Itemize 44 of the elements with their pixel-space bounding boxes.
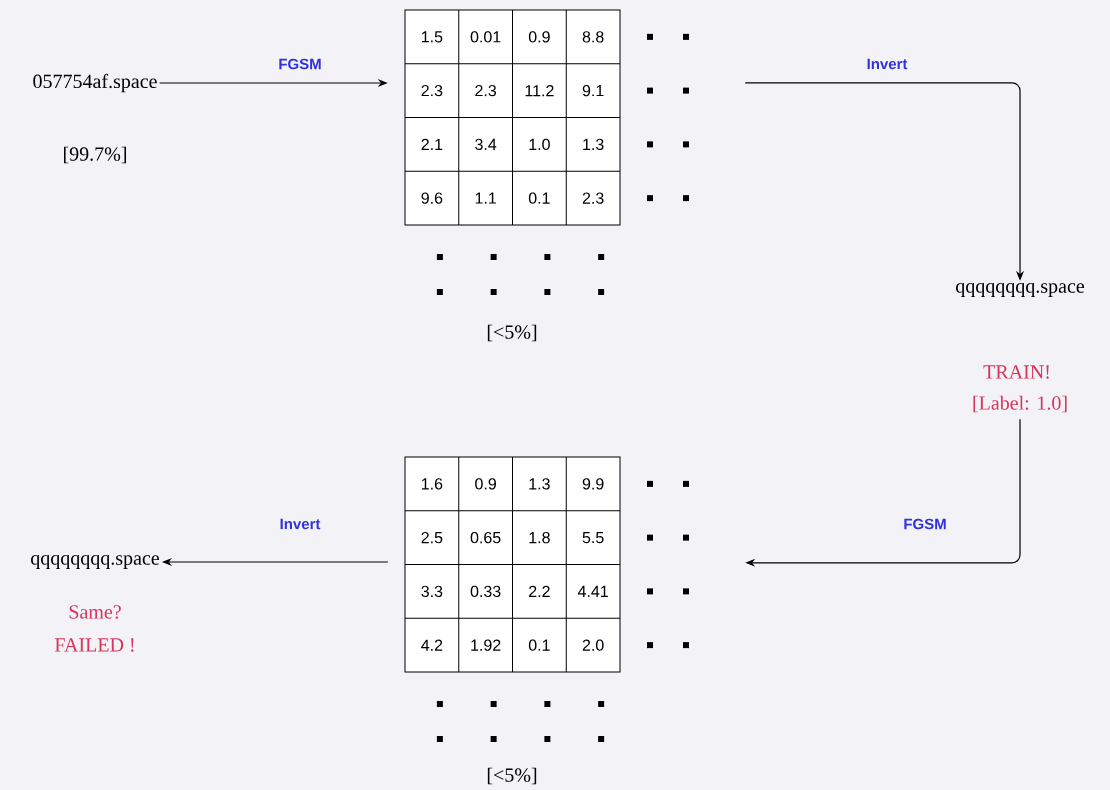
grid-cell: 0.33 bbox=[470, 585, 501, 598]
annotation-text: [Label: 1.0] bbox=[973, 395, 1067, 413]
grid-cell: 0.01 bbox=[470, 31, 501, 43]
grid-cell: 0.9 bbox=[528, 31, 550, 43]
grid-cell: 1.1 bbox=[475, 192, 496, 204]
grid-cell: 0.1 bbox=[528, 192, 550, 204]
annotation-text: TRAIN! bbox=[983, 365, 1049, 379]
grid-cell: 3.4 bbox=[475, 138, 497, 151]
grid-cell: 2.2 bbox=[529, 585, 550, 597]
domain-text: qqqqqqqq.space bbox=[956, 283, 1085, 297]
grid-cell: 8.8 bbox=[582, 31, 604, 43]
grid-cell: 1.8 bbox=[529, 531, 550, 544]
grid-cell: 2.3 bbox=[421, 84, 443, 97]
annotation-text: [<5%] bbox=[487, 324, 537, 342]
grid-cell: 0.65 bbox=[470, 531, 501, 544]
grid-cell: 2.3 bbox=[475, 84, 497, 97]
grid-cell: 9.6 bbox=[421, 192, 443, 204]
grid-cell: 4.2 bbox=[421, 639, 443, 651]
annotation-text: [<5%] bbox=[487, 767, 537, 785]
grid-cell: 11.2 bbox=[525, 85, 554, 97]
grid-cell: 2.3 bbox=[582, 192, 604, 204]
grid-cell: 3.3 bbox=[421, 585, 443, 598]
grid-cell: 9.9 bbox=[582, 478, 604, 490]
annotation-text: Same? bbox=[69, 605, 121, 619]
number-grid bbox=[404, 9, 689, 342]
annotation-text: [99.7%] bbox=[64, 146, 126, 164]
grid-cell: 4.41 bbox=[577, 585, 608, 597]
grid-cell: 0.1 bbox=[528, 639, 550, 651]
grid-cell: 1.5 bbox=[422, 31, 443, 43]
grid-cell: 2.1 bbox=[421, 138, 443, 150]
domain-text: qqqqqqqq.space bbox=[31, 555, 159, 569]
grid-cell: 1.6 bbox=[422, 478, 443, 490]
grid-cell: 5.5 bbox=[582, 532, 604, 544]
grid-cell: 2.0 bbox=[582, 639, 604, 651]
grid-cell: 1.92 bbox=[471, 639, 501, 651]
grid-cell: 2.5 bbox=[421, 531, 443, 544]
domain-text: 057754af.space bbox=[33, 73, 157, 93]
grid-cell: 1.0 bbox=[529, 138, 550, 151]
grid-cell: 1.3 bbox=[529, 478, 550, 490]
grid-cell: 1.3 bbox=[583, 138, 604, 151]
grid-cell: 9.1 bbox=[582, 84, 604, 97]
annotation-text: FAILED ! bbox=[54, 638, 134, 652]
grid-cell: 0.9 bbox=[475, 478, 496, 490]
number-grid bbox=[404, 456, 689, 785]
